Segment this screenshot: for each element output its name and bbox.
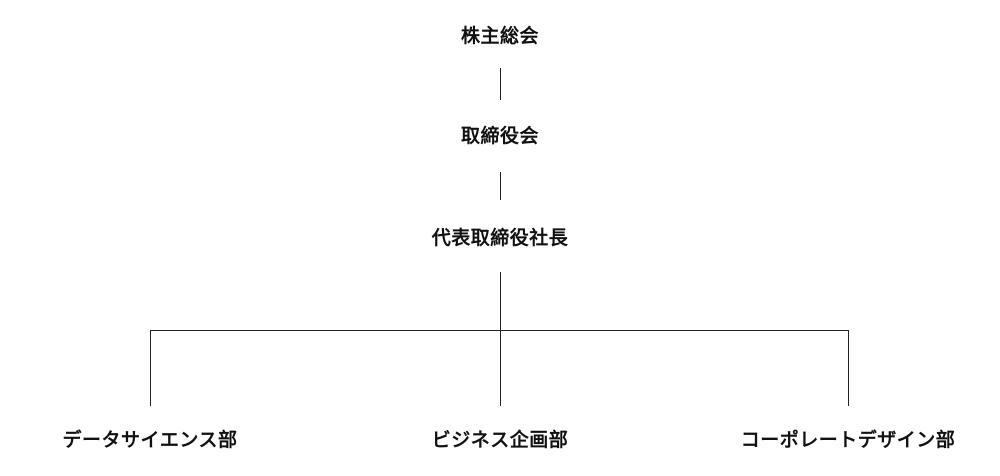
- connector-data-science: [150, 330, 151, 406]
- shareholders-meeting-node: 株主総会: [460, 25, 540, 47]
- department-business-planning-node: ビジネス企画部: [431, 429, 569, 451]
- connector-corporate-design: [848, 330, 849, 406]
- connector-shareholders-board: [500, 68, 501, 100]
- president-node: 代表取締役社長: [431, 227, 569, 249]
- department-branch-bar: [150, 330, 849, 331]
- board-of-directors-node: 取締役会: [460, 125, 540, 147]
- connector-board-president: [500, 172, 501, 200]
- department-corporate-design-node: コーポレートデザイン部: [740, 429, 956, 451]
- department-data-science-node: データサイエンス部: [62, 429, 238, 451]
- connector-president-trunk: [500, 272, 501, 406]
